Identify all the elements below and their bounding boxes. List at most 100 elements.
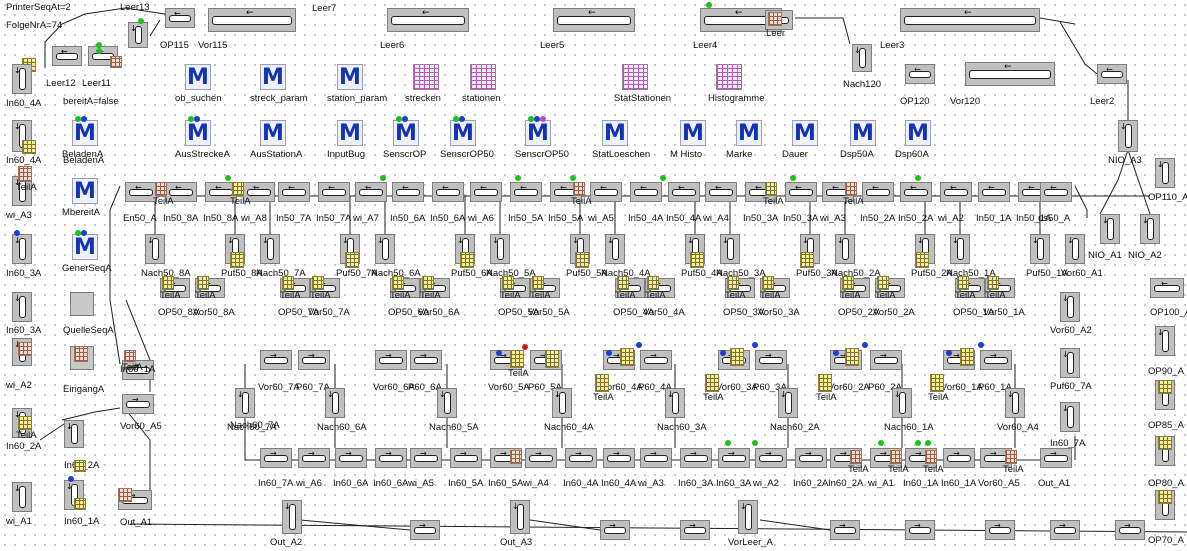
conveyor-block[interactable]: ←	[510, 182, 542, 202]
method-m-icon[interactable]: M	[525, 120, 551, 146]
method-m-icon[interactable]: M	[602, 120, 628, 146]
conveyor-block[interactable]: ←	[1097, 64, 1127, 84]
vertical-conveyor-block[interactable]: ↓	[325, 388, 345, 418]
conveyor-block[interactable]: →	[603, 448, 635, 468]
conveyor-block[interactable]: →	[525, 448, 557, 468]
vertical-conveyor-block[interactable]: ↓	[1100, 214, 1120, 244]
conveyor-block[interactable]: ←	[208, 8, 296, 32]
conveyor-block[interactable]: →	[755, 448, 787, 468]
conveyor-block[interactable]: →	[640, 448, 672, 468]
conveyor-block[interactable]: ←	[905, 64, 935, 84]
conveyor-block[interactable]: →	[870, 350, 902, 370]
conveyor-block[interactable]: →	[718, 448, 750, 468]
conveyor-block[interactable]: ←	[1040, 182, 1072, 202]
conveyor-block[interactable]: ←	[392, 182, 424, 202]
conveyor-block[interactable]: →	[905, 520, 935, 540]
method-m-icon[interactable]: M	[260, 120, 286, 146]
conveyor-block[interactable]: →	[122, 394, 154, 414]
vertical-conveyor-block[interactable]: ↓	[605, 234, 625, 264]
conveyor-block[interactable]: →	[260, 448, 292, 468]
source-block-icon[interactable]	[70, 292, 94, 316]
vertical-conveyor-block[interactable]: ↓	[1155, 326, 1175, 356]
vertical-conveyor-block[interactable]: ↓	[145, 234, 165, 264]
vertical-conveyor-block[interactable]: ↓	[1118, 120, 1138, 152]
method-m-icon[interactable]: M	[185, 64, 211, 90]
vertical-conveyor-block[interactable]: ↓	[12, 292, 32, 322]
vertical-conveyor-block[interactable]: ↓	[510, 500, 530, 534]
method-m-icon[interactable]: M	[72, 178, 98, 204]
conveyor-block[interactable]: ←	[668, 182, 700, 202]
vertical-conveyor-block[interactable]: ↓	[375, 234, 395, 264]
conveyor-block[interactable]: →	[985, 520, 1015, 540]
vertical-conveyor-block[interactable]: ↓	[282, 500, 302, 534]
conveyor-block[interactable]: →	[1115, 520, 1145, 540]
method-m-icon[interactable]: M	[736, 120, 762, 146]
conveyor-block[interactable]: →	[943, 448, 975, 468]
conveyor-block[interactable]: →	[795, 448, 827, 468]
vertical-conveyor-block[interactable]: ↓	[1005, 388, 1025, 418]
method-m-icon[interactable]: M	[260, 64, 286, 90]
conveyor-block[interactable]: →	[1050, 520, 1080, 540]
conveyor-block[interactable]: →	[980, 448, 1012, 468]
vertical-conveyor-block[interactable]: ↓	[720, 234, 740, 264]
vertical-conveyor-block[interactable]: ↓	[12, 234, 32, 264]
conveyor-block[interactable]: ←	[355, 182, 387, 202]
conveyor-block[interactable]: ←	[278, 182, 310, 202]
conveyor-block[interactable]: →	[298, 350, 330, 370]
conveyor-block[interactable]: ←	[432, 182, 464, 202]
conveyor-block[interactable]: →	[122, 360, 154, 380]
method-m-icon[interactable]: M	[905, 120, 931, 146]
method-m-icon[interactable]: M	[72, 120, 98, 146]
vertical-conveyor-block[interactable]: ↓	[260, 234, 280, 264]
method-m-icon[interactable]: M	[680, 120, 706, 146]
method-m-icon[interactable]: M	[792, 120, 818, 146]
table-icon[interactable]	[716, 64, 742, 90]
conveyor-block[interactable]: →	[680, 448, 712, 468]
conveyor-block[interactable]: →	[1040, 448, 1072, 468]
conveyor-block[interactable]: →	[600, 520, 630, 540]
vertical-conveyor-block[interactable]: ↓	[1140, 214, 1160, 244]
conveyor-block[interactable]: →	[375, 350, 407, 370]
conveyor-block[interactable]: ←	[165, 182, 197, 202]
vertical-conveyor-block[interactable]: ↓	[12, 176, 32, 206]
table-icon[interactable]	[470, 64, 496, 90]
vertical-conveyor-block[interactable]: ↓	[235, 388, 255, 418]
vertical-conveyor-block[interactable]: ↓	[128, 22, 148, 48]
vertical-conveyor-block[interactable]: ↓	[1065, 234, 1085, 264]
table-icon[interactable]	[622, 64, 648, 90]
vertical-conveyor-block[interactable]: ↓	[852, 44, 872, 72]
vertical-conveyor-block[interactable]: ↓	[552, 388, 572, 418]
conveyor-block[interactable]: ←	[470, 182, 502, 202]
conveyor-block[interactable]: →	[450, 448, 482, 468]
conveyor-block[interactable]: ←	[900, 8, 1040, 32]
vertical-conveyor-block[interactable]: ↓	[778, 388, 798, 418]
method-m-icon[interactable]: M	[850, 120, 876, 146]
vertical-conveyor-block[interactable]: ↓	[835, 234, 855, 264]
conveyor-block[interactable]: ←	[705, 182, 737, 202]
conveyor-block[interactable]: ←	[205, 182, 237, 202]
vertical-conveyor-block[interactable]: ↓	[892, 388, 912, 418]
vertical-conveyor-block[interactable]: ↓	[12, 64, 32, 94]
method-m-icon[interactable]: M	[72, 234, 98, 260]
conveyor-block[interactable]: →	[980, 350, 1012, 370]
conveyor-block[interactable]: ←	[940, 182, 972, 202]
conveyor-block[interactable]: ←	[318, 182, 350, 202]
conveyor-block[interactable]: →	[565, 448, 597, 468]
conveyor-block[interactable]: ←	[52, 46, 82, 66]
vertical-conveyor-block[interactable]: ↓	[950, 234, 970, 264]
conveyor-block[interactable]: ←	[862, 182, 894, 202]
vertical-conveyor-block[interactable]: ↓	[64, 420, 84, 448]
vertical-conveyor-block[interactable]: ↓	[1060, 348, 1080, 378]
conveyor-block[interactable]: →	[298, 448, 330, 468]
conveyor-block[interactable]: →	[375, 448, 407, 468]
conveyor-block[interactable]: ←	[1150, 278, 1184, 298]
vertical-conveyor-block[interactable]: ↓	[738, 500, 758, 534]
vertical-conveyor-block[interactable]: ↓	[490, 234, 510, 264]
vertical-conveyor-block[interactable]: ↓	[1060, 292, 1080, 322]
conveyor-block[interactable]: ←	[978, 182, 1010, 202]
vertical-conveyor-block[interactable]: ↓	[437, 388, 457, 418]
method-m-icon[interactable]: M	[337, 64, 363, 90]
vertical-conveyor-block[interactable]: ↓	[1155, 158, 1175, 188]
method-m-icon[interactable]: M	[450, 120, 476, 146]
